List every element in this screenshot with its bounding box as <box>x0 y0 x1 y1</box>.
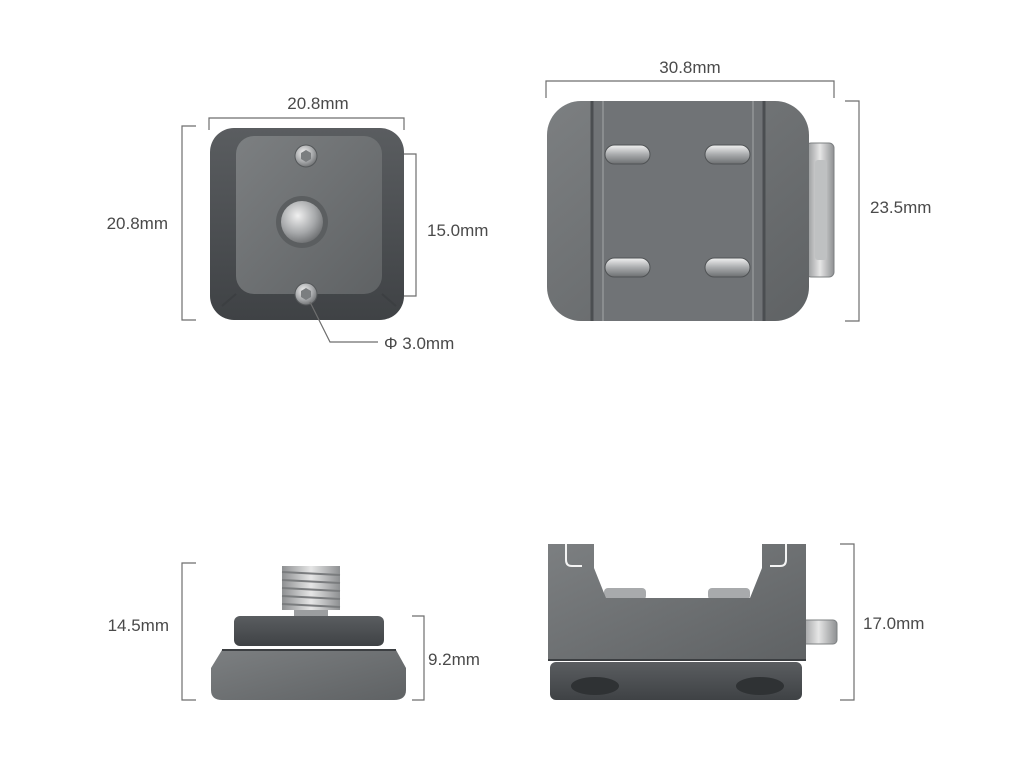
bottom-right-view: 17.0mm <box>548 543 924 701</box>
pin-icon <box>604 257 651 278</box>
top-right-view: 30.8mm 23.5mm <box>545 58 931 322</box>
base-height-dimension: 9.2mm <box>412 615 480 701</box>
height-label: 23.5mm <box>870 198 931 217</box>
clamp-top-view <box>547 101 835 321</box>
height-label: 17.0mm <box>863 614 924 633</box>
screw-bottom-icon <box>294 282 318 306</box>
top-left-view: 20.8mm 20.8mm 15.0mm Φ 3.0mm <box>107 94 489 353</box>
width-label: 20.8mm <box>287 94 348 113</box>
hole-label: Φ 3.0mm <box>384 334 454 353</box>
width-dimension: 30.8mm <box>545 58 835 98</box>
plate-side-view <box>211 616 406 700</box>
total-height-dimension: 14.5mm <box>108 562 196 701</box>
inner-height-dimension: 15.0mm <box>404 153 488 297</box>
pin-icon <box>604 144 651 165</box>
height-dimension: 23.5mm <box>845 100 931 322</box>
width-label: 30.8mm <box>659 58 720 77</box>
base-height-label: 9.2mm <box>428 650 480 669</box>
clamp-side-view <box>548 544 838 700</box>
pin-icon <box>704 257 751 278</box>
pin-icon <box>704 144 751 165</box>
hole-callout: Φ 3.0mm <box>309 301 454 353</box>
total-height-label: 14.5mm <box>108 616 169 635</box>
height-dimension: 20.8mm <box>107 125 196 321</box>
bottom-left-view: 14.5mm 9.2mm <box>108 562 480 701</box>
width-dimension: 20.8mm <box>208 94 405 130</box>
center-knob-icon <box>276 196 328 248</box>
screw-top-icon <box>294 144 318 168</box>
inner-height-label: 15.0mm <box>427 221 488 240</box>
height-label: 20.8mm <box>107 214 168 233</box>
height-dimension: 17.0mm <box>840 543 924 701</box>
screw-side-icon <box>281 566 341 618</box>
